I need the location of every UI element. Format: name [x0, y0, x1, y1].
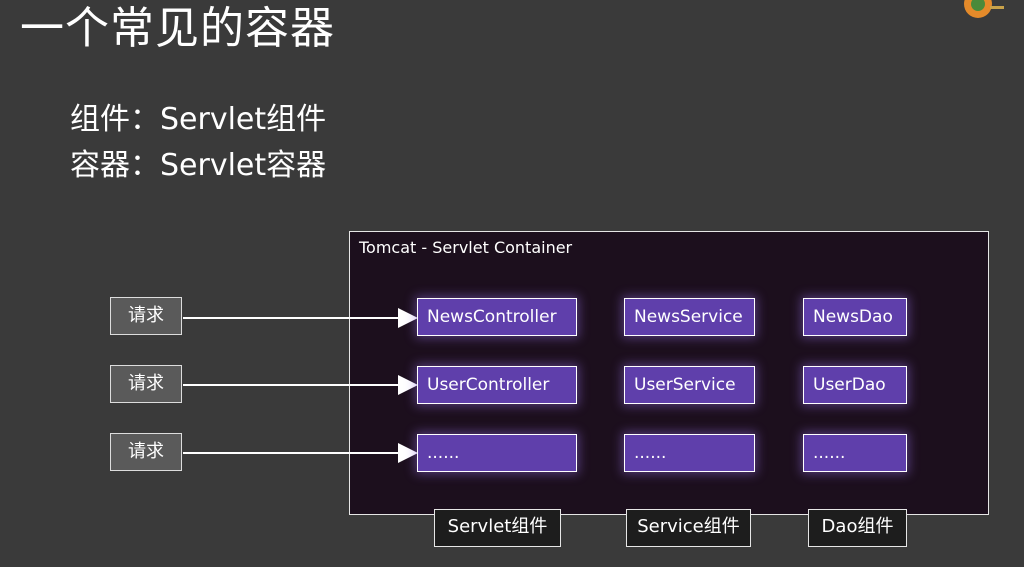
request-box-2: 请求 — [110, 365, 182, 403]
user-controller-box: UserController — [417, 366, 577, 404]
subtitle-component: 组件：Servlet组件 — [70, 102, 327, 137]
slide-title: 一个常见的容器 — [20, 3, 335, 54]
container-title: Tomcat - Servlet Container — [359, 238, 573, 257]
user-dao-box: UserDao — [803, 366, 907, 404]
request-box-3: 请求 — [110, 433, 182, 471]
news-dao-box: NewsDao — [803, 298, 907, 336]
service-ellipsis-box: ...... — [624, 434, 755, 472]
servlet-component-label: Servlet组件 — [434, 509, 561, 547]
user-service-box: UserService — [624, 366, 755, 404]
controller-ellipsis-box: ...... — [417, 434, 577, 472]
service-component-label: Service组件 — [626, 509, 751, 547]
news-controller-box: NewsController — [417, 298, 577, 336]
logo-icon — [964, 0, 1004, 18]
dao-ellipsis-box: ...... — [803, 434, 907, 472]
subtitle-container: 容器：Servlet容器 — [70, 148, 327, 183]
dao-component-label: Dao组件 — [808, 509, 907, 547]
news-service-box: NewsService — [624, 298, 755, 336]
request-box-1: 请求 — [110, 297, 182, 335]
